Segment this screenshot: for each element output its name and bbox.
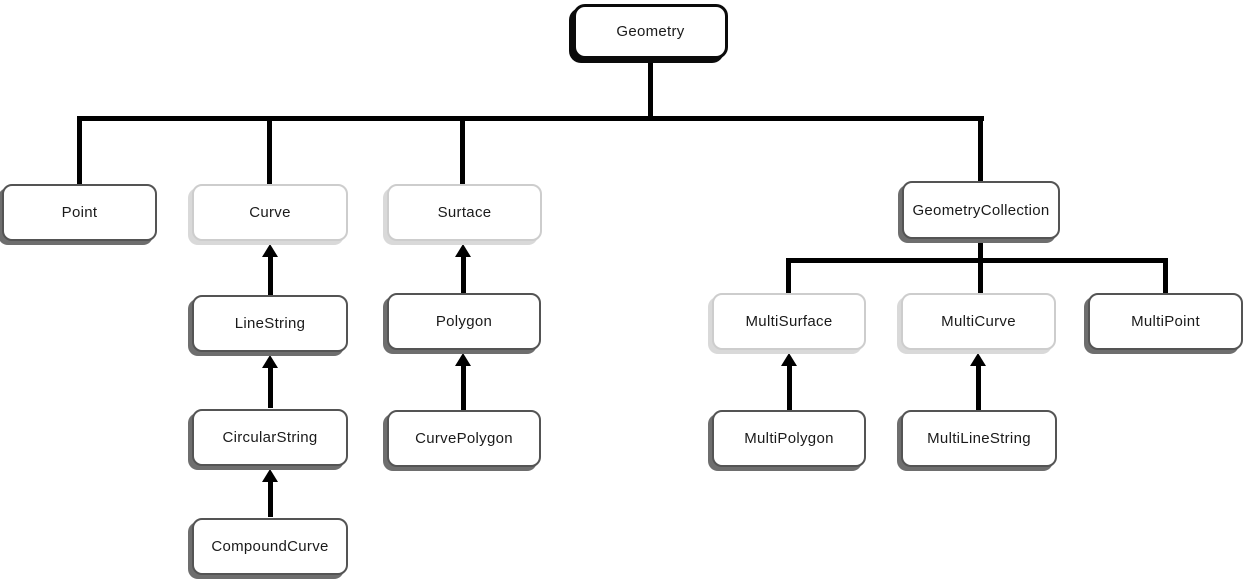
node-geometry: Geometry (573, 4, 728, 59)
node-label: Geometry (616, 23, 685, 40)
arrowhead-icon (970, 353, 986, 366)
arrow-circularstring-to-linestring (262, 355, 278, 408)
arrowhead-icon (781, 353, 797, 366)
connector-drop-multisurface (786, 258, 791, 293)
arrow-multilinestring-to-multicurve (970, 353, 986, 410)
node-label: MultiPolygon (744, 430, 834, 447)
node-linestring: LineString (192, 295, 348, 352)
node-label: MultiCurve (941, 313, 1016, 330)
connector-geometry-collection-riser (978, 239, 983, 294)
connector-drop-geometry-collection (978, 116, 983, 181)
connector-drop-point (77, 116, 82, 184)
node-label: Surtace (437, 204, 492, 221)
node-multisurface: MultiSurface (712, 293, 866, 350)
connector-drop-surtace (460, 116, 465, 184)
node-label: GeometryCollection (912, 201, 1050, 219)
node-label: CircularString (222, 429, 318, 446)
node-surtace: Surtace (387, 184, 542, 241)
arrowhead-icon (455, 353, 471, 366)
node-label: Curve (249, 204, 291, 221)
arrowhead-icon (262, 469, 278, 482)
node-curve: Curve (192, 184, 348, 241)
arrowhead-icon (455, 244, 471, 257)
node-point: Point (2, 184, 157, 241)
connector-geometry-collection-children-bar (786, 258, 1168, 263)
node-label: Polygon (435, 313, 493, 330)
node-multipoint: MultiPoint (1088, 293, 1243, 350)
node-circularstring: CircularString (192, 409, 348, 466)
arrowhead-icon (262, 244, 278, 257)
node-label: MultiSurface (745, 313, 833, 330)
node-compoundcurve: CompoundCurve (192, 518, 348, 575)
connector-geometry-children-bar (77, 116, 984, 121)
arrowhead-icon (262, 355, 278, 368)
connector-drop-curve (267, 116, 272, 184)
arrow-multipolygon-to-multisurface (781, 353, 797, 410)
node-polygon: Polygon (387, 293, 541, 350)
node-label: MultiLineString (927, 430, 1031, 447)
arrow-linestring-to-curve (262, 244, 278, 295)
connector-drop-multipoint (1163, 258, 1168, 293)
arrow-polygon-to-surtace (455, 244, 471, 293)
node-label: CompoundCurve (211, 538, 329, 555)
connector-geometry-riser (648, 59, 653, 121)
node-label: MultiPoint (1131, 313, 1200, 330)
arrow-compoundcurve-to-circularstring (262, 469, 278, 517)
node-label: CurvePolygon (415, 430, 513, 447)
node-curvepolygon: CurvePolygon (387, 410, 541, 467)
node-multilinestring: MultiLineString (901, 410, 1057, 467)
node-multipolygon: MultiPolygon (712, 410, 866, 467)
arrow-curvepolygon-to-polygon (455, 353, 471, 410)
node-geometry-collection: GeometryCollection (902, 181, 1060, 239)
node-label: Point (61, 204, 98, 221)
node-multicurve: MultiCurve (901, 293, 1056, 350)
node-label: LineString (234, 315, 306, 332)
